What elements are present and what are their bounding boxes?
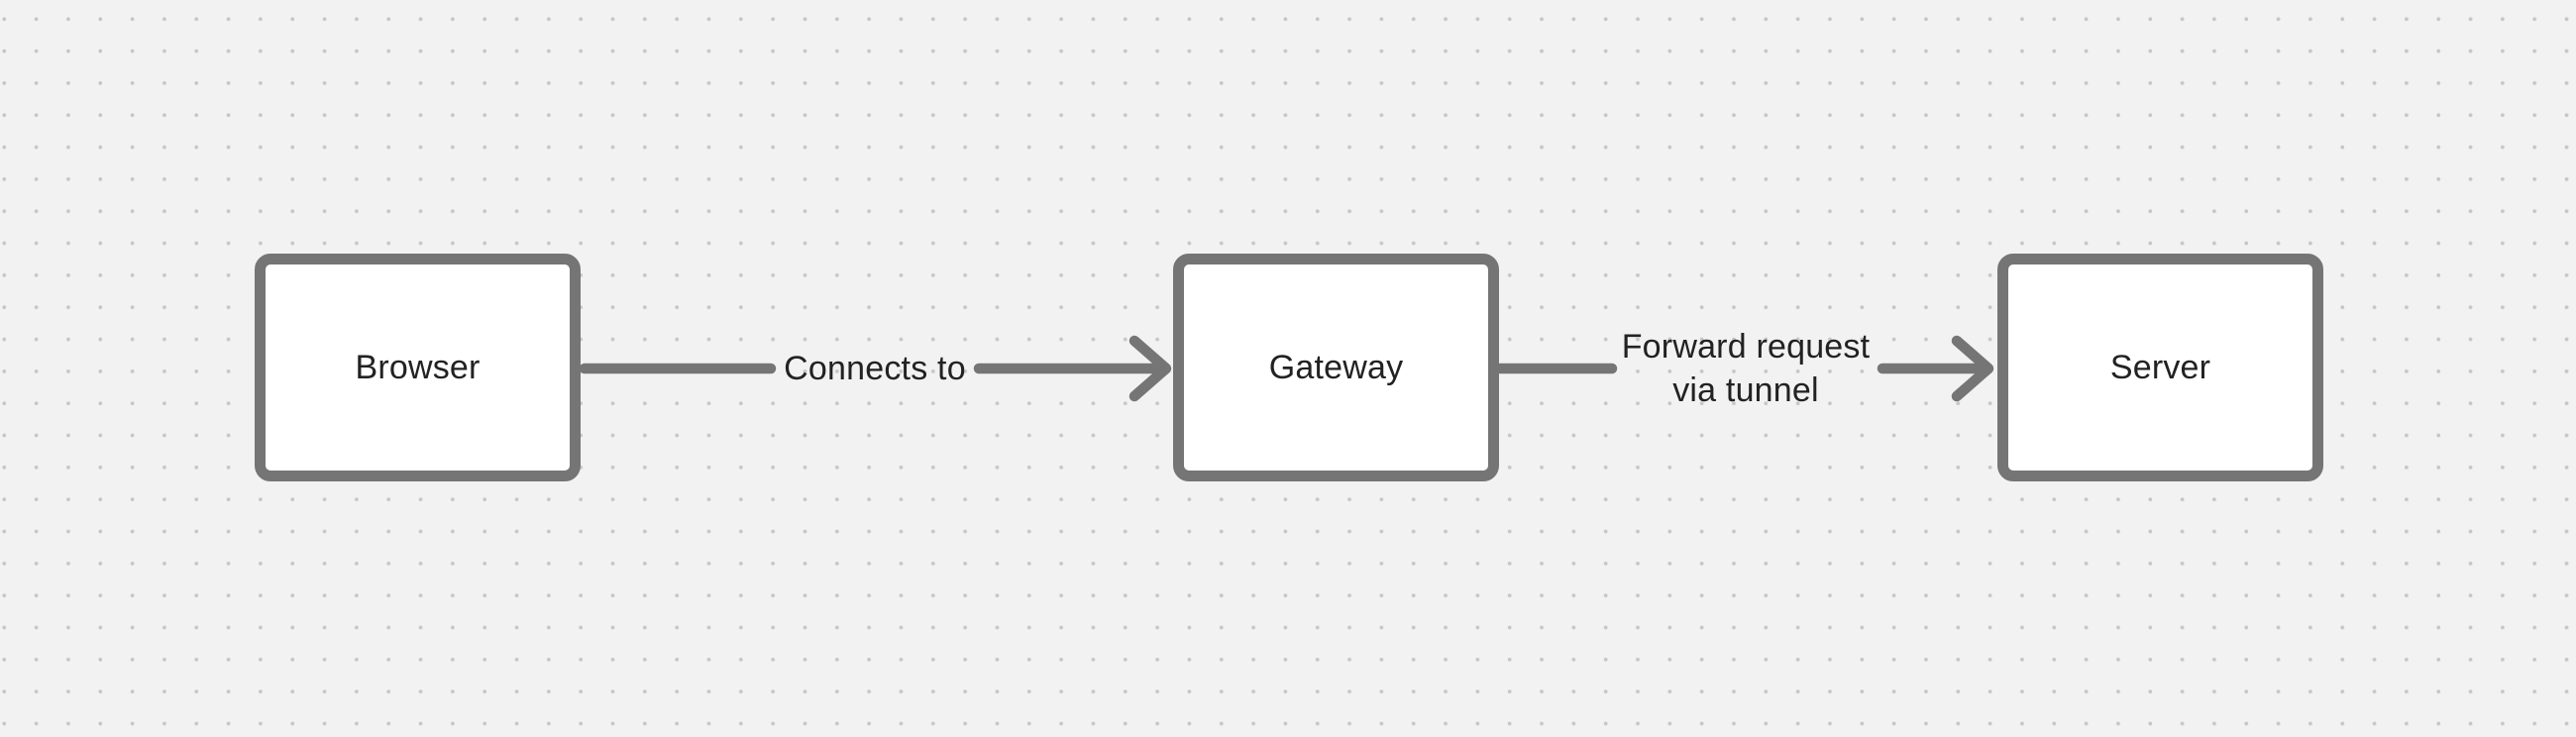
edge-label-connects-to[interactable]: Connects to [726,347,1023,390]
arrowhead-icon [1128,335,1172,402]
edge-gateway-server[interactable] [1494,335,1994,402]
edge-label-text: Connects to [784,350,966,387]
edge-browser-gateway[interactable] [579,335,1172,402]
node-gateway-label: Gateway [1268,348,1404,386]
edge-label-text-line1: Forward request [1621,328,1871,366]
arrowhead-icon [1951,335,1994,402]
edge-label-forward-request[interactable]: Forward request via tunnel [1587,325,1904,412]
edge-label-text-line2: via tunnel [1672,371,1819,409]
node-browser[interactable]: Browser [255,254,581,481]
node-gateway[interactable]: Gateway [1173,254,1499,481]
node-server[interactable]: Server [1997,254,2323,481]
node-browser-label: Browser [355,348,481,386]
node-server-label: Server [2109,348,2211,386]
